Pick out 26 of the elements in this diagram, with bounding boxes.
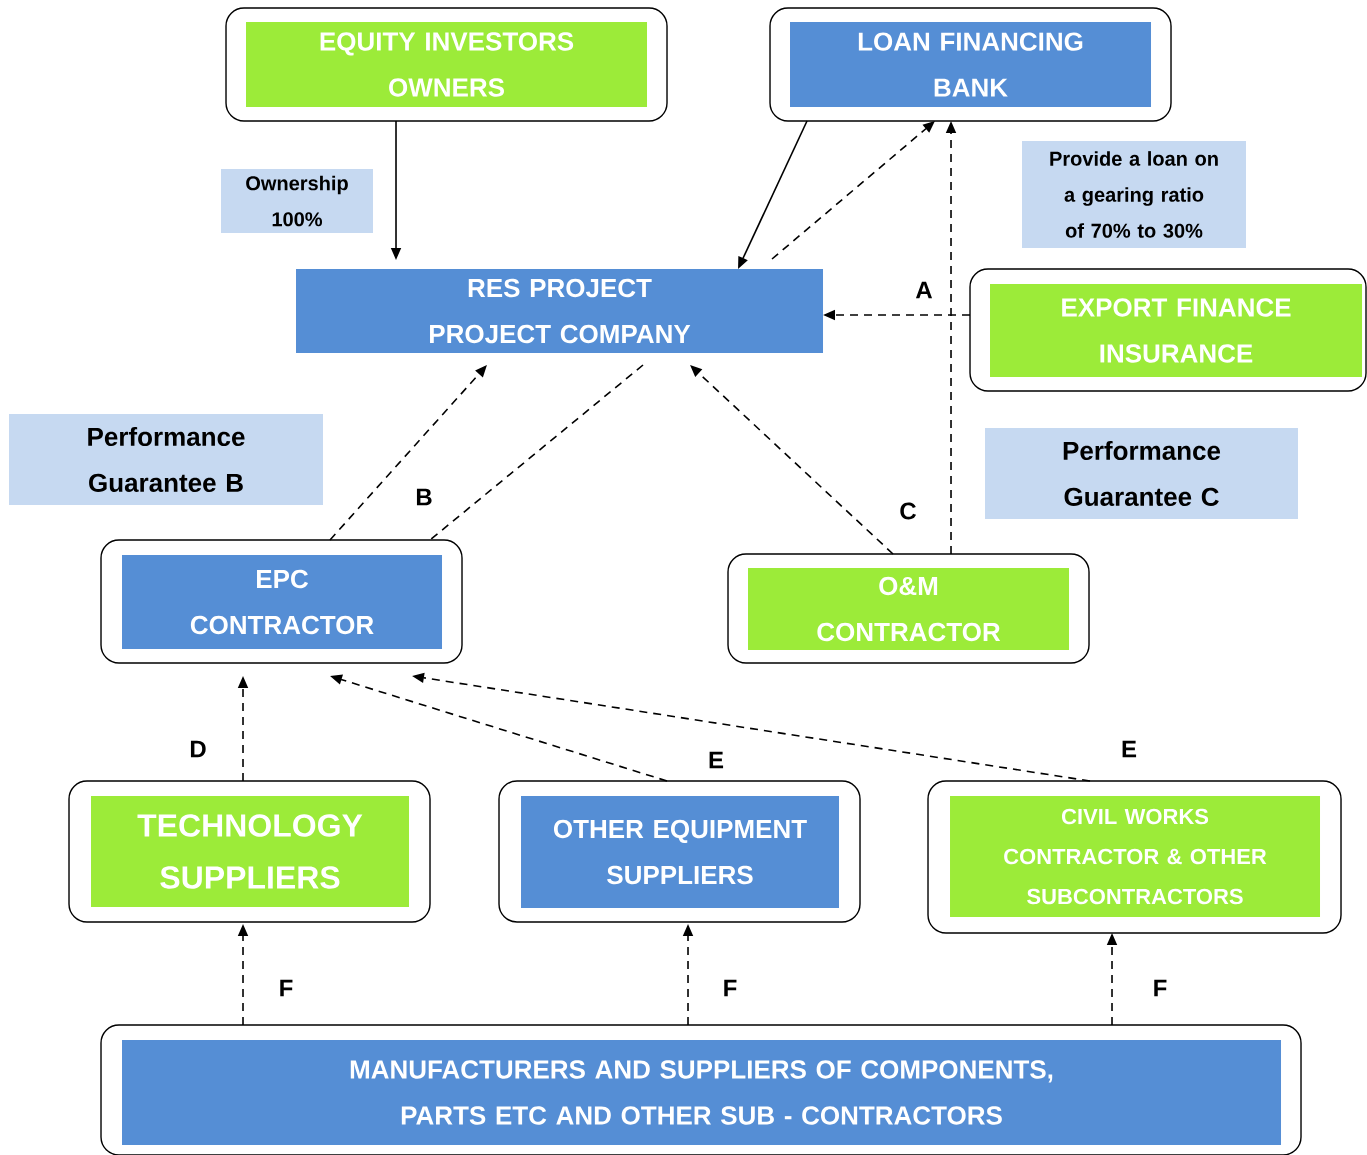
entity-box: O&M CONTRACTOR	[727, 553, 1090, 664]
edge-label: F	[1154, 979, 1167, 997]
note-box: Performance Guarantee C	[985, 428, 1298, 519]
note-box: Ownership 100%	[221, 169, 373, 233]
note-box: Performance Guarantee B	[9, 414, 323, 505]
entity-box: EPC CONTRACTOR	[100, 539, 463, 664]
entity-box: CIVIL WORKS CONTRACTOR & OTHER SUBCONTRACTORS	[927, 780, 1342, 934]
arrow	[690, 365, 894, 555]
note-box: Provide a loan on a gearing ratio of 70% to 30%	[1022, 141, 1246, 248]
edge-label: C	[900, 502, 916, 520]
entity-box: LOAN FINANCING BANK	[769, 7, 1172, 122]
edge-label: F	[280, 979, 293, 997]
entity-box: MANUFACTURERS AND SUPPLIERS OF COMPONENTS, PARTS ETC AND OTHER SUB - CONTRACTORS	[100, 1024, 1302, 1155]
edge-label: E	[1122, 740, 1137, 758]
entity-box: EXPORT FINANCE INSURANCE	[969, 268, 1367, 392]
edge-label: E	[709, 751, 724, 769]
edge-label: D	[190, 740, 206, 758]
arrow	[771, 121, 935, 260]
edge-label: F	[724, 979, 737, 997]
arrow	[329, 365, 487, 541]
entity-box: TECHNOLOGY SUPPLIERS	[68, 780, 431, 923]
edge-label: B	[416, 488, 432, 506]
company-box: RES PROJECT PROJECT COMPANY	[296, 269, 823, 353]
edge-label: A	[915, 281, 933, 299]
entity-box: EQUITY INVESTORS OWNERS	[225, 7, 668, 122]
entity-box: OTHER EQUIPMENT SUPPLIERS	[498, 780, 861, 923]
